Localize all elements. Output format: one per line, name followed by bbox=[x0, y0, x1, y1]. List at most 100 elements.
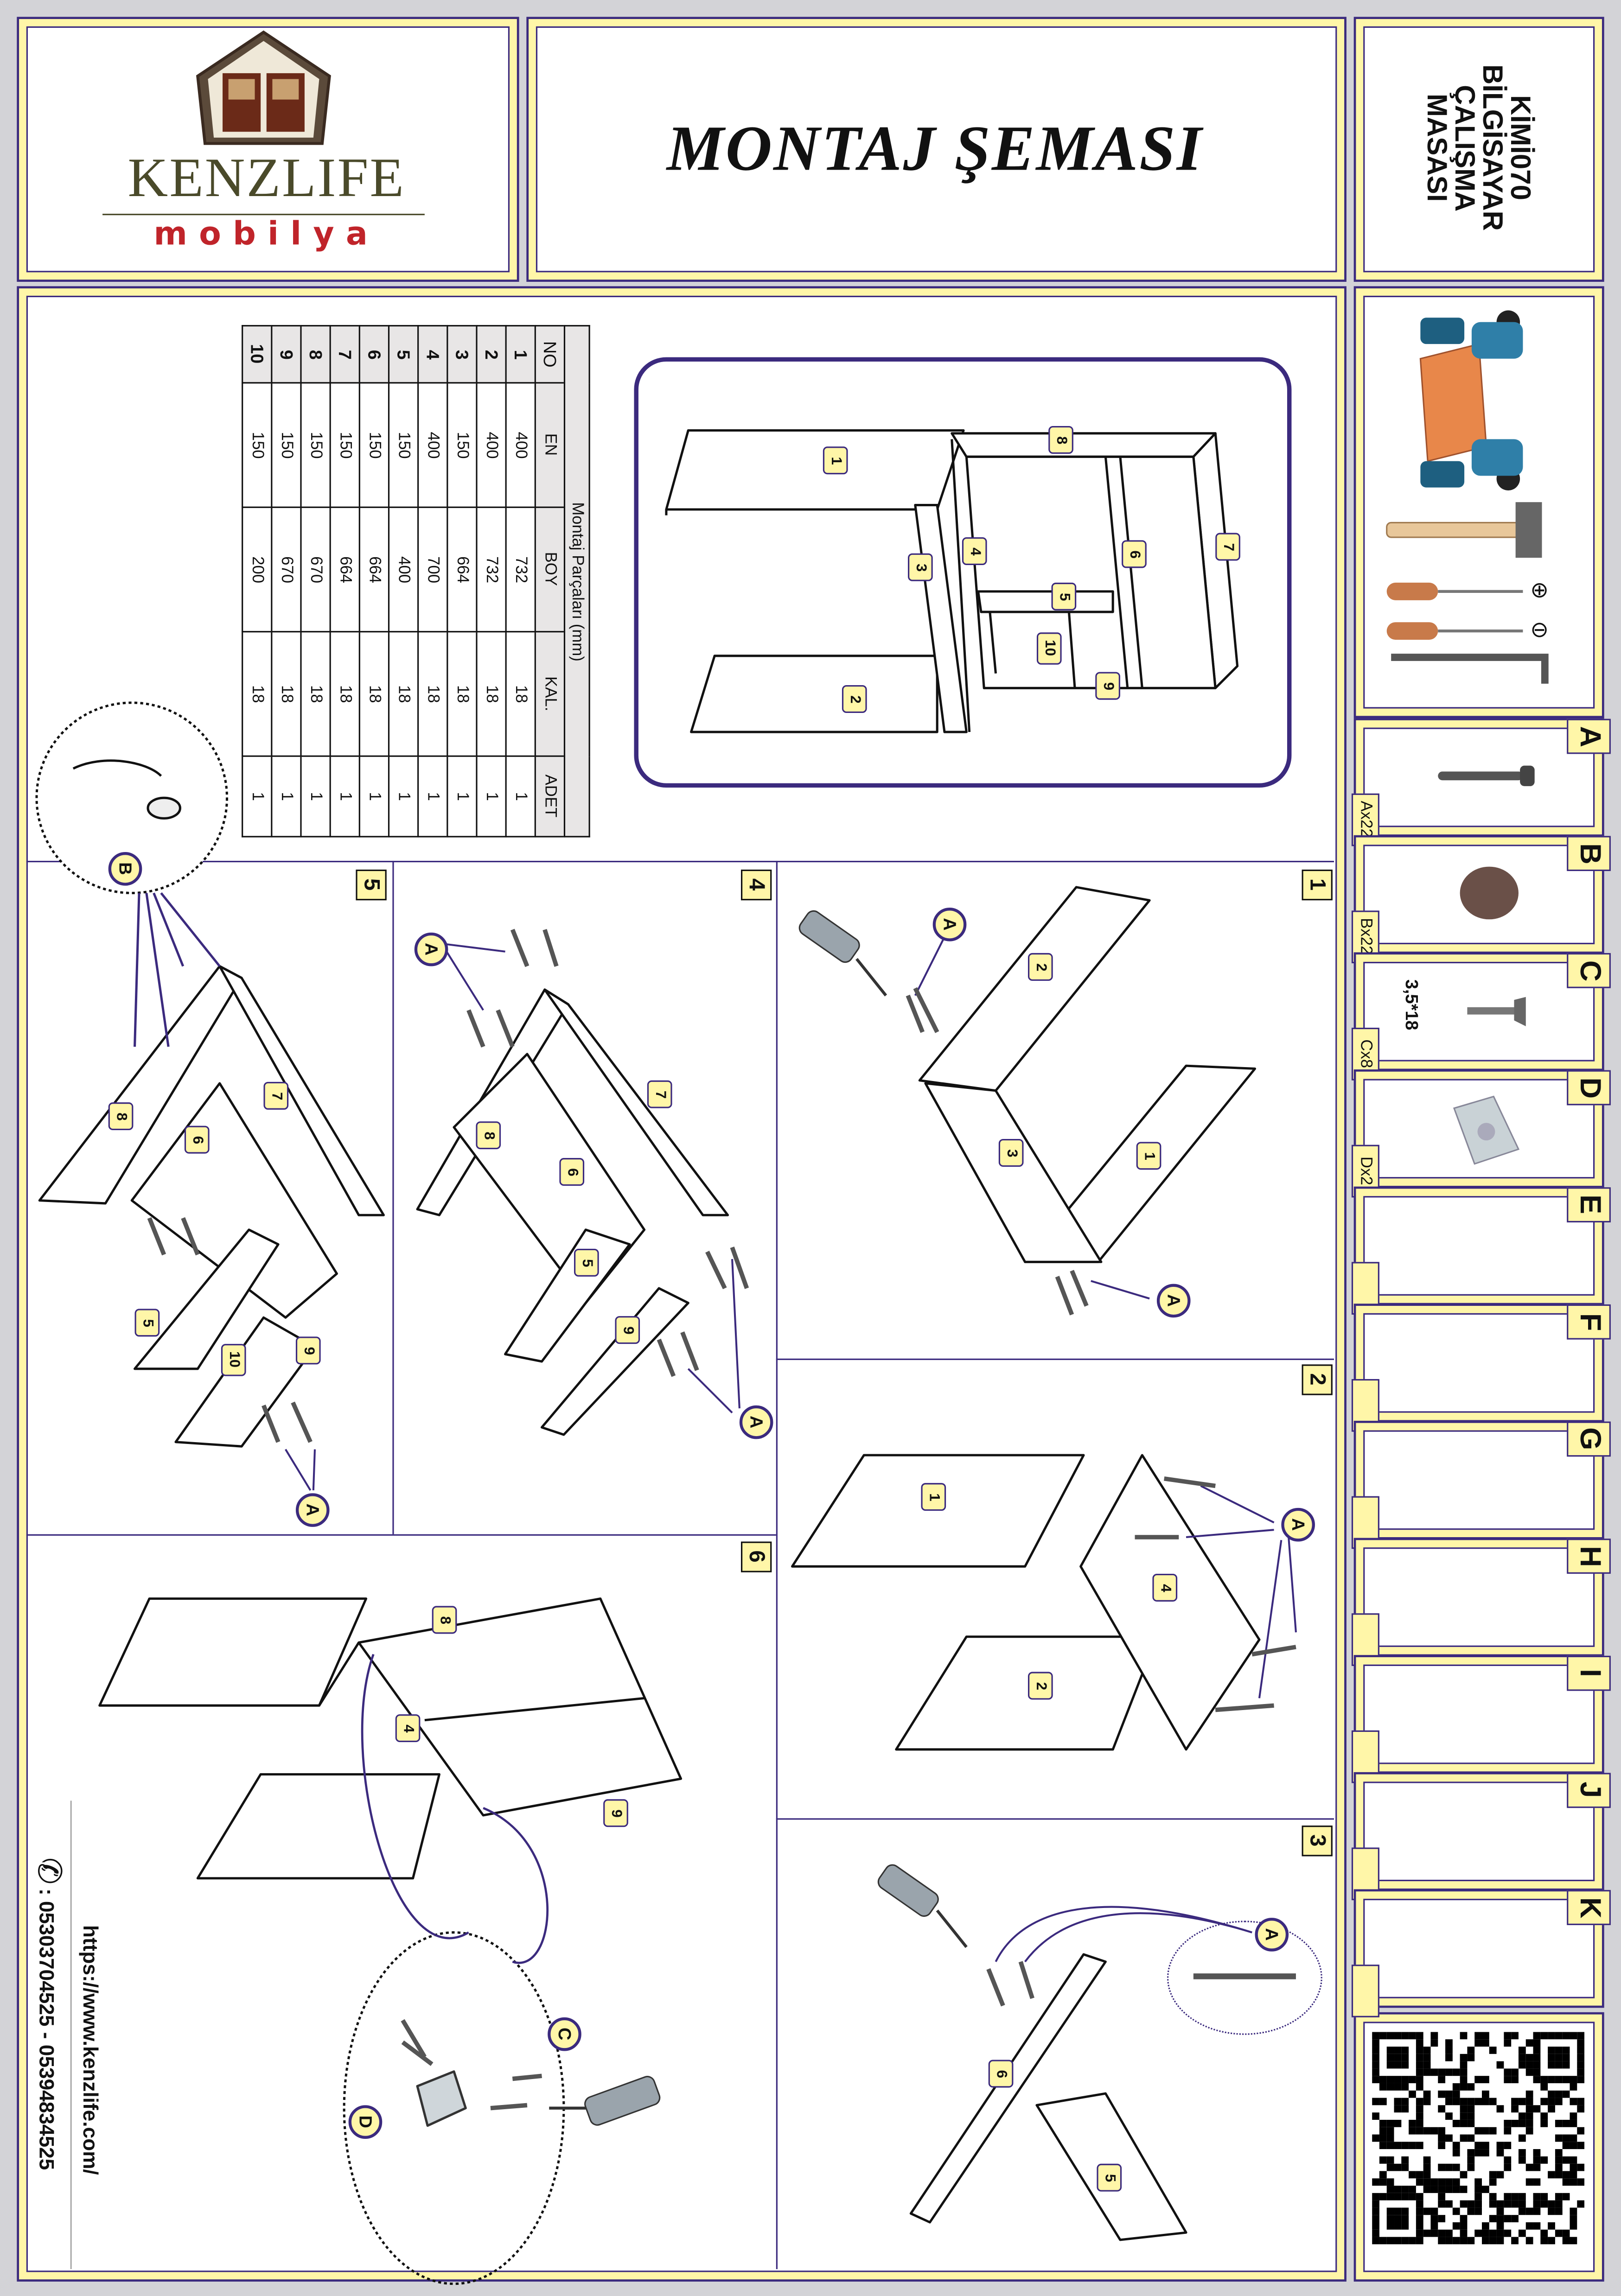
part-label: 6 bbox=[1122, 540, 1147, 568]
hardware-slot-b bbox=[1363, 845, 1595, 944]
qr-module bbox=[1438, 2105, 1446, 2113]
qr-module bbox=[1416, 2047, 1423, 2054]
qr-module bbox=[1386, 2076, 1394, 2083]
qr-module bbox=[1474, 2127, 1482, 2135]
qr-module bbox=[1416, 2207, 1423, 2215]
qr-module bbox=[1504, 2163, 1512, 2171]
qr-module bbox=[1525, 2237, 1533, 2245]
qr-code[interactable] bbox=[1372, 2032, 1585, 2259]
qr-module bbox=[1379, 2237, 1387, 2245]
qr-module bbox=[1401, 2105, 1409, 2113]
qr-module bbox=[1452, 2149, 1460, 2156]
table-cell: 3 bbox=[447, 325, 478, 384]
part-label: 4 bbox=[395, 1714, 421, 1743]
qr-module bbox=[1416, 2178, 1423, 2186]
qr-module bbox=[1570, 2098, 1577, 2105]
qr-module bbox=[1445, 2047, 1453, 2054]
table-cell: 1 bbox=[300, 755, 331, 838]
table-cell: 18 bbox=[447, 631, 478, 757]
step-number-5: 5 bbox=[356, 869, 387, 901]
qr-module bbox=[1430, 2032, 1438, 2040]
step-number-6: 6 bbox=[740, 1541, 772, 1572]
qr-module bbox=[1372, 2178, 1379, 2186]
qr-module bbox=[1460, 2134, 1468, 2142]
qr-module bbox=[1452, 2237, 1460, 2245]
qr-module bbox=[1540, 2193, 1548, 2201]
hardware-slot-f bbox=[1363, 1313, 1595, 1413]
drill-icon bbox=[798, 910, 887, 997]
hardware-count-empty bbox=[1351, 1379, 1379, 1432]
qr-module bbox=[1570, 2142, 1577, 2150]
qr-module bbox=[1481, 2076, 1489, 2083]
table-cell: 6 bbox=[358, 325, 390, 384]
phone-numbers: : 05303704525 - 05394834525 bbox=[35, 1888, 59, 2170]
step6-drawing bbox=[98, 1597, 683, 2285]
qr-module bbox=[1474, 2098, 1482, 2105]
qr-module bbox=[1430, 2127, 1438, 2135]
qr-module bbox=[1409, 2237, 1416, 2245]
table-cell: 670 bbox=[271, 506, 302, 633]
qr-module bbox=[1577, 2105, 1585, 2113]
qr-module bbox=[1562, 2054, 1570, 2061]
qr-module bbox=[1570, 2119, 1577, 2127]
qr-module bbox=[1386, 2178, 1394, 2186]
qr-module bbox=[1430, 2222, 1438, 2230]
qr-module bbox=[1409, 2186, 1416, 2193]
qr-module bbox=[1460, 2171, 1468, 2179]
qr-module bbox=[1504, 2032, 1512, 2040]
qr-module bbox=[1394, 2098, 1402, 2105]
qr-module bbox=[1548, 2061, 1555, 2069]
qr-module bbox=[1372, 2112, 1379, 2120]
qr-module bbox=[1460, 2186, 1468, 2193]
qr-module bbox=[1379, 2134, 1387, 2142]
qr-module bbox=[1489, 2229, 1497, 2237]
qr-module bbox=[1540, 2156, 1548, 2164]
qr-module bbox=[1386, 2047, 1394, 2054]
qr-module bbox=[1548, 2054, 1555, 2061]
hardware-letter: J bbox=[1567, 1773, 1611, 1808]
qr-module bbox=[1445, 2068, 1453, 2076]
qr-module bbox=[1379, 2142, 1387, 2150]
qr-module bbox=[1445, 2039, 1453, 2047]
table-cell: 200 bbox=[242, 506, 273, 633]
qr-module bbox=[1394, 2142, 1402, 2150]
qr-module bbox=[1548, 2222, 1555, 2230]
part-label: 9 bbox=[1095, 672, 1120, 700]
qr-module bbox=[1401, 2215, 1409, 2222]
qr-module bbox=[1423, 2098, 1431, 2105]
qr-module bbox=[1562, 2119, 1570, 2127]
qr-module bbox=[1525, 2178, 1533, 2186]
qr-module bbox=[1386, 2127, 1394, 2135]
table-cell: 1 bbox=[505, 755, 536, 838]
qr-module bbox=[1504, 2127, 1512, 2135]
qr-module bbox=[1372, 2054, 1379, 2061]
qr-module bbox=[1394, 2207, 1402, 2215]
drills bbox=[549, 910, 968, 2126]
overview-drawing bbox=[665, 429, 1239, 733]
website-link[interactable]: https://www.kenzlife.com/ bbox=[79, 1925, 103, 2175]
qr-module bbox=[1394, 2105, 1402, 2113]
logo-divider bbox=[102, 214, 425, 216]
callout-a: A bbox=[1156, 1284, 1191, 1318]
table-cell: 18 bbox=[271, 631, 302, 757]
qr-module bbox=[1577, 2054, 1585, 2061]
part-label: 8 bbox=[432, 1606, 457, 1634]
qr-module bbox=[1386, 2142, 1394, 2150]
qr-module bbox=[1467, 2047, 1475, 2054]
divider bbox=[776, 1358, 1334, 1360]
hardware-count: Ax22 bbox=[1351, 793, 1379, 846]
cap-icon bbox=[1460, 866, 1519, 920]
qr-module bbox=[1401, 2193, 1409, 2201]
qr-module bbox=[1438, 2163, 1446, 2171]
qr-module bbox=[1379, 2098, 1387, 2105]
qr-module bbox=[1518, 2156, 1526, 2164]
screw-icon bbox=[1438, 765, 1535, 786]
qr-module bbox=[1577, 2032, 1585, 2040]
qr-module bbox=[1555, 2163, 1563, 2171]
qr-module bbox=[1489, 2215, 1497, 2222]
qr-module bbox=[1416, 2171, 1423, 2179]
hardware-letter: B bbox=[1567, 836, 1611, 871]
